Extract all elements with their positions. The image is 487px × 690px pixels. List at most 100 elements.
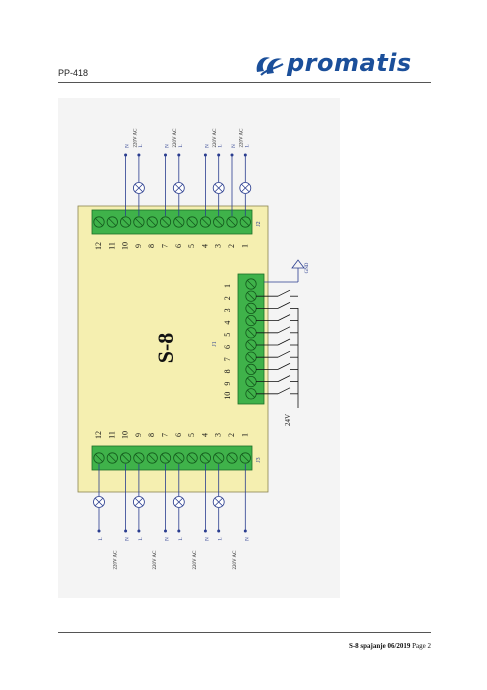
j2-terminal-screw-slot — [121, 218, 130, 226]
j2-terminal-number: 8 — [147, 244, 156, 248]
top-neutral-label: N — [166, 144, 171, 148]
j3-terminal-screw-slot — [241, 454, 250, 462]
bottom-supply-label: 220V AC — [233, 550, 238, 570]
j3-terminal-number: 4 — [200, 433, 209, 437]
top-line-label: L — [245, 144, 250, 147]
input-switch-icon — [277, 363, 291, 370]
j1-terminal-number: 5 — [223, 333, 232, 337]
j1-terminal-number: 8 — [223, 369, 232, 373]
j1-terminal-screw-slot — [247, 304, 255, 313]
logo-mark-icon — [256, 57, 284, 76]
j2-terminal-number: 1 — [240, 244, 249, 248]
j2-terminal-screw-slot — [135, 218, 143, 226]
top-lamp-icon-x2 — [134, 183, 144, 193]
input-switch-icon — [277, 338, 291, 346]
j3-terminal-screw-slot — [214, 454, 223, 462]
top-line-terminal-dot — [217, 153, 221, 157]
j2-label: J2 — [256, 221, 262, 226]
top-neutral-terminal-dot — [203, 153, 207, 157]
j1-terminal-screw-slot — [247, 341, 255, 349]
bottom-neutral-terminal-dot — [164, 529, 167, 533]
j1-terminal-screw-slot — [247, 389, 255, 398]
page-footer: S-8 spajanje 06/2019 Page 2 — [349, 642, 431, 650]
j1-terminal-screw-slot — [247, 377, 255, 386]
top-line-terminal-dot — [137, 153, 141, 157]
bottom-line-terminal-dot — [137, 529, 141, 533]
j3-terminal-number: 12 — [94, 431, 103, 439]
bottom-lamp-icon-x2 — [94, 497, 104, 507]
bottom-supply-label: 220V AC — [153, 550, 158, 570]
j3-terminal-screw-slot — [121, 454, 130, 462]
input-switch-icon — [277, 375, 291, 382]
bottom-lamp-icon-x2 — [134, 497, 144, 507]
j3-terminal-screw-slot — [148, 454, 157, 462]
j2-terminal-screw-slot — [214, 218, 223, 226]
bottom-neutral-terminal-dot — [124, 529, 128, 533]
logo-text: promatis — [287, 49, 412, 77]
j3-terminal-screw-slot — [188, 454, 196, 462]
j2-terminal-screw-slot — [228, 218, 236, 226]
top-neutral-label: N — [232, 144, 237, 148]
j2-terminal-number: 5 — [187, 244, 196, 248]
input-switch-icon — [277, 314, 291, 321]
page-code: PP-418 — [58, 68, 89, 78]
footer-page: Page 2 — [412, 642, 431, 650]
j1-terminal-number: 3 — [223, 308, 232, 312]
j1-terminal-number: 2 — [223, 296, 232, 300]
j1-terminal-number: 1 — [223, 284, 232, 288]
bottom-lamp-icon-x2 — [174, 497, 183, 507]
j1-terminal-screw-slot — [247, 292, 255, 301]
j2-terminal-number: 6 — [174, 244, 183, 248]
j2-terminal-screw-slot — [188, 218, 196, 226]
input-switch-icon — [277, 302, 291, 309]
j3-terminal-screw-slot — [161, 454, 170, 462]
top-lamp-icon-x2 — [174, 183, 183, 193]
top-line-label: L — [139, 144, 144, 147]
footer-rule — [58, 632, 431, 633]
j2-terminal-number: 7 — [161, 244, 170, 248]
j1-terminal-screw-slot — [247, 353, 255, 362]
bottom-line-label: L — [219, 537, 224, 540]
top-supply-label: 220V AC — [240, 128, 245, 148]
j1-terminal-number: 6 — [223, 345, 232, 349]
j2-terminal-screw-slot — [108, 218, 117, 226]
j1-terminal-number: 4 — [223, 321, 232, 325]
bottom-supply-label: 220V AC — [113, 550, 118, 570]
header-rule — [58, 82, 431, 83]
j2-terminal-number: 12 — [94, 242, 103, 250]
j1-terminal-number: 10 — [223, 392, 232, 400]
j3-terminal-screw-slot — [228, 454, 236, 462]
j2-terminal-screw-slot — [241, 218, 250, 226]
j2-terminal-number: 2 — [227, 244, 236, 248]
top-supply-label: 220V AC — [133, 128, 138, 148]
top-neutral-terminal-dot — [230, 153, 234, 157]
bottom-line-terminal-dot — [217, 529, 221, 533]
board-label: S-8 — [153, 333, 178, 364]
bottom-line-label: L — [99, 537, 104, 540]
top-neutral-terminal-dot — [164, 153, 167, 157]
j3-terminal-screw-slot — [201, 454, 210, 462]
bottom-neutral-label: N — [126, 537, 131, 541]
s8-board — [77, 205, 269, 493]
j1-terminal-number: 7 — [223, 357, 232, 361]
j3-terminal-screw-slot — [174, 454, 183, 462]
j3-terminal-number: 6 — [174, 433, 183, 437]
j1-terminal-screw-slot — [247, 365, 255, 374]
j2-terminal-screw-slot — [174, 218, 183, 226]
top-lamp-icon-x2 — [214, 183, 223, 193]
ground-icon: GND — [264, 259, 310, 283]
top-neutral-label: N — [126, 144, 131, 148]
bottom-supply-label: 220V AC — [193, 550, 198, 570]
j3-label: J3 — [256, 457, 262, 462]
bottom-neutral-label: N — [245, 537, 250, 541]
j1-terminal-screw-slot — [247, 280, 255, 288]
j2-terminal-screw-slot — [95, 218, 103, 226]
j1-terminal-screw-slot — [247, 328, 255, 337]
bottom-lamp-icon-x2 — [214, 497, 223, 507]
input-switch-wiring — [256, 289, 299, 408]
top-neutral-terminal-dot — [124, 153, 128, 157]
